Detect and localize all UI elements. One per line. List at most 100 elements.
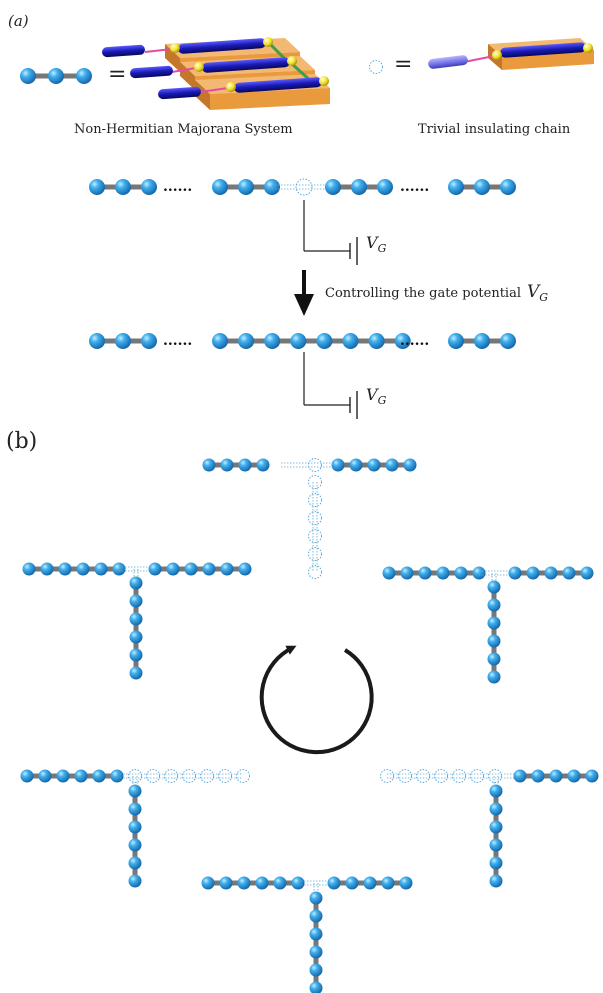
majorana-site-icon	[489, 820, 503, 834]
majorana-site-icon	[325, 179, 341, 195]
trivial-site-icon	[236, 769, 250, 783]
majorana-site-icon	[316, 333, 333, 349]
legend-majorana-chain	[20, 68, 92, 84]
majorana-site-icon	[472, 566, 486, 580]
majorana-site-icon	[349, 458, 363, 472]
chain-segment	[202, 458, 270, 472]
majorana-site-icon	[474, 179, 490, 195]
trivial-segment-vertical	[308, 475, 322, 579]
majorana-site-icon	[74, 769, 88, 783]
majorana-site-icon	[129, 648, 143, 662]
chain-segment-vertical	[309, 891, 323, 993]
majorana-site-icon	[363, 876, 377, 890]
majorana-site-icon	[264, 333, 281, 349]
majorana-site-icon	[115, 333, 131, 349]
gap-dots: ......	[400, 179, 429, 195]
majorana-site-icon	[129, 630, 143, 644]
trivial-wire-icon	[428, 38, 594, 70]
majorana-site-icon	[327, 876, 341, 890]
majorana-site-icon	[20, 769, 34, 783]
majorana-site-icon	[345, 876, 359, 890]
majorana-site-icon	[448, 179, 464, 195]
trivial-site-icon	[308, 511, 322, 525]
panel-b-label: (b)	[6, 429, 37, 454]
majorana-site-icon	[342, 333, 359, 349]
majorana-site-icon	[368, 333, 385, 349]
majorana-site-icon	[237, 876, 251, 890]
chain-segment	[89, 333, 157, 349]
majorana-site-icon	[255, 876, 269, 890]
chain-segment-vertical	[489, 784, 503, 888]
majorana-site-icon	[129, 594, 143, 608]
majorana-site-icon	[128, 874, 142, 888]
majorana-site-icon	[585, 769, 599, 783]
chain-segment-vertical	[129, 576, 143, 680]
majorana-site-icon	[526, 566, 540, 580]
trivial-site-icon	[218, 769, 232, 783]
gate-voltage-label-top: VG	[366, 233, 387, 255]
chain-segment-vertical	[487, 580, 501, 684]
trivial-site-icon	[398, 769, 412, 783]
trivial-site-icon	[308, 565, 322, 579]
trivial-site-icon	[434, 769, 448, 783]
majorana-site-icon	[399, 876, 413, 890]
majorana-site-icon	[184, 562, 198, 576]
gate-circuit-bottom: VG	[303, 352, 387, 419]
majorana-site-icon	[128, 784, 142, 798]
majorana-site-icon	[264, 179, 280, 195]
trivial-site-icon	[182, 769, 196, 783]
gap-dots: ......	[163, 179, 192, 195]
trivial-site-icon	[470, 769, 484, 783]
majorana-site-icon	[128, 856, 142, 870]
trivial-site-icon	[452, 769, 466, 783]
majorana-site-icon	[141, 179, 157, 195]
majorana-site-icon	[256, 458, 270, 472]
trivial-site-icon	[308, 529, 322, 543]
majorana-site-icon	[128, 838, 142, 852]
majorana-site-icon	[489, 784, 503, 798]
majorana-site-icon	[381, 876, 395, 890]
majorana-site-icon	[385, 458, 399, 472]
majorana-site-icon	[115, 179, 131, 195]
nanowire-device-icon	[102, 37, 330, 110]
majorana-site-icon	[238, 333, 255, 349]
majorana-site-icon	[580, 566, 594, 580]
trivial-site-icon	[308, 547, 322, 561]
majorana-site-icon	[487, 598, 501, 612]
majorana-site-icon	[562, 566, 576, 580]
majorana-site-icon	[487, 580, 501, 594]
chain-segment	[212, 333, 411, 349]
majorana-site-icon	[487, 670, 501, 684]
majorana-site-icon	[202, 458, 216, 472]
majorana-site-icon	[549, 769, 563, 783]
majorana-site-icon	[166, 562, 180, 576]
chain-segment	[89, 179, 157, 195]
gate-circuit-top: VG	[303, 200, 387, 265]
chains-layer: ........................	[20, 178, 599, 993]
trivial-site-icon	[416, 769, 430, 783]
majorana-site-icon	[148, 562, 162, 576]
gap-dots: ......	[400, 333, 429, 349]
majorana-site-icon	[309, 945, 323, 959]
trivial-site-icon	[308, 458, 322, 472]
majorana-site-icon	[238, 179, 254, 195]
chain-segment	[212, 179, 280, 195]
chain-segment	[22, 562, 126, 576]
trivial-site-icon	[128, 769, 142, 783]
majorana-site-icon	[531, 769, 545, 783]
chain-segment	[325, 179, 393, 195]
down-arrow-icon	[294, 270, 314, 316]
trivial-site-icon	[380, 769, 394, 783]
majorana-site-icon	[238, 458, 252, 472]
majorana-site-icon	[418, 566, 432, 580]
chain-segment	[382, 566, 486, 580]
majorana-site-icon	[489, 838, 503, 852]
majorana-site-icon	[220, 458, 234, 472]
majorana-site-icon	[92, 769, 106, 783]
majorana-site-icon	[489, 856, 503, 870]
majorana-site-icon	[129, 576, 143, 590]
majorana-site-icon	[212, 179, 228, 195]
chain-segment	[513, 769, 599, 783]
majorana-site-icon	[76, 562, 90, 576]
